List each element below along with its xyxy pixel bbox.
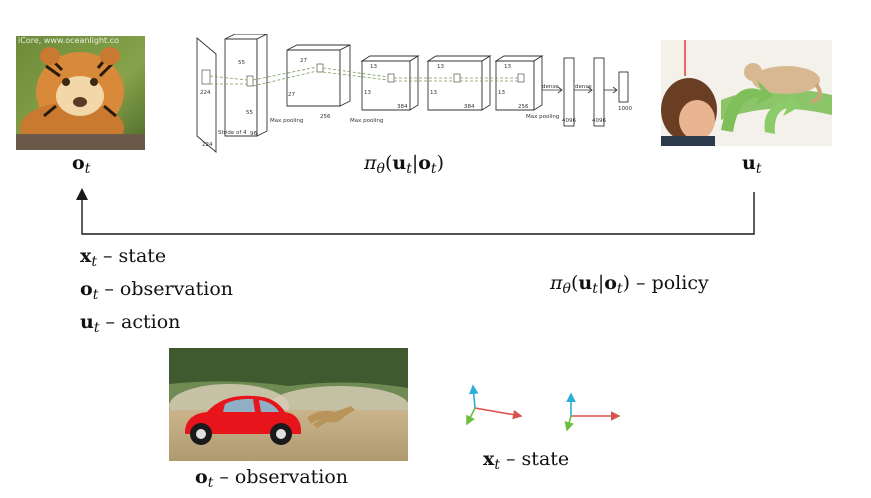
legend-policy: πθ(ut|ot) – policy bbox=[550, 272, 709, 297]
svg-text:13: 13 bbox=[370, 64, 377, 70]
action-symbol: ut bbox=[742, 152, 762, 177]
svg-text:13: 13 bbox=[437, 64, 444, 70]
car-chase-image bbox=[169, 348, 408, 461]
svg-text:Stride of 4: Stride of 4 bbox=[218, 130, 247, 136]
legend-left: xt – state ot – observation ut – action bbox=[80, 243, 233, 342]
svg-text:Max pooling: Max pooling bbox=[350, 118, 383, 124]
svg-text:256: 256 bbox=[518, 104, 529, 110]
feedback-loop-arrow bbox=[76, 188, 755, 235]
svg-text:96: 96 bbox=[250, 131, 257, 137]
input-layer bbox=[196, 37, 217, 153]
conv1-front bbox=[224, 38, 258, 137]
svg-text:55: 55 bbox=[246, 110, 253, 116]
car-shape bbox=[185, 395, 301, 445]
svg-text:384: 384 bbox=[464, 104, 475, 110]
svg-text:Max pooling: Max pooling bbox=[270, 118, 303, 124]
fc3-layer bbox=[618, 71, 629, 103]
fc2-layer bbox=[593, 57, 605, 127]
svg-text:13: 13 bbox=[498, 90, 505, 96]
svg-text:13: 13 bbox=[364, 90, 371, 96]
legend-item-action: ut – action bbox=[80, 311, 181, 336]
cnn-architecture-diagram: 224 224 Stride of 4 55 55 96 27 27 256 M… bbox=[192, 33, 634, 156]
action-image bbox=[661, 40, 832, 146]
observation-symbol: ot bbox=[72, 152, 91, 177]
svg-text:384: 384 bbox=[397, 104, 408, 110]
svg-text:27: 27 bbox=[288, 92, 295, 98]
tiger-image: iCore, www.oceanlight.co bbox=[16, 36, 145, 150]
svg-text:dense: dense bbox=[575, 84, 592, 90]
policy-formula: πθ(ut|ot) bbox=[364, 152, 444, 177]
legend-item-observation: ot – observation bbox=[80, 278, 234, 303]
frame-2 bbox=[564, 392, 621, 432]
bottom-observation-caption: ot – observation bbox=[195, 466, 349, 491]
fc1-layer bbox=[563, 57, 575, 127]
svg-text:27: 27 bbox=[300, 58, 307, 64]
svg-text:Max pooling: Max pooling bbox=[526, 114, 559, 120]
svg-text:224: 224 bbox=[202, 142, 213, 148]
bottom-state-caption: xt – state bbox=[483, 448, 570, 473]
watermark-text: iCore, www.oceanlight.co bbox=[18, 36, 120, 45]
legend-item-state: xt – state bbox=[80, 245, 167, 270]
coordinate-frames bbox=[466, 384, 621, 432]
svg-text:4096: 4096 bbox=[592, 118, 606, 124]
conv5-front bbox=[495, 60, 535, 111]
svg-text:13: 13 bbox=[430, 90, 437, 96]
svg-text:55: 55 bbox=[238, 60, 245, 66]
svg-text:256: 256 bbox=[320, 114, 331, 120]
svg-text:dense: dense bbox=[542, 84, 559, 90]
frame-1 bbox=[466, 384, 523, 426]
svg-text:4096: 4096 bbox=[562, 118, 576, 124]
svg-text:1000: 1000 bbox=[618, 106, 632, 112]
svg-text:224: 224 bbox=[200, 90, 211, 96]
svg-text:13: 13 bbox=[504, 64, 511, 70]
